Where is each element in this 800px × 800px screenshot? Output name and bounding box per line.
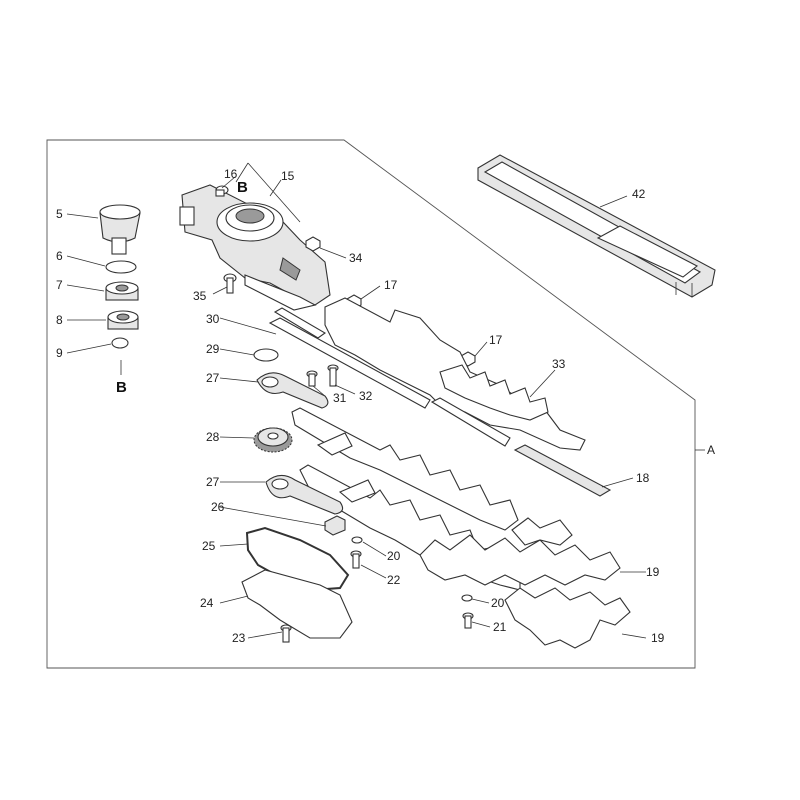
part-5-drive-gear: [99, 204, 141, 255]
part-9-washer: [111, 337, 129, 349]
callout-5: 5: [56, 207, 63, 221]
part-28-crank-gear: [253, 427, 293, 453]
callout-24: 24: [200, 596, 214, 610]
callout-8: 8: [56, 313, 63, 327]
callout-27-lower: 27: [206, 475, 220, 489]
callout-20-upper: 20: [387, 549, 401, 563]
callout-17-upper: 17: [384, 278, 398, 292]
callout-30: 30: [206, 312, 220, 326]
part-19-blade-lower: [504, 587, 631, 649]
callout-19-upper: 19: [646, 565, 660, 579]
part-19-blade-upper: [419, 517, 621, 586]
part-20-washer-upper: [351, 536, 363, 544]
part-33-upper-blade: [324, 297, 586, 451]
part-8-bearing: [107, 310, 139, 330]
part-6-snap-ring: [105, 260, 137, 274]
callout-35: 35: [193, 289, 207, 303]
part-23-bolt: [280, 624, 292, 643]
callout-31: 31: [333, 391, 347, 405]
callout-34: 34: [349, 251, 363, 265]
part-31-bolt: [306, 370, 318, 387]
callout-b-top: B: [237, 179, 248, 196]
part-22-bolt: [350, 550, 362, 569]
callout-7: 7: [56, 278, 63, 292]
callout-42: 42: [632, 187, 646, 201]
callout-33: 33: [552, 357, 566, 371]
part-20-washer-lower: [461, 594, 473, 602]
part-30-plate: [273, 307, 327, 339]
callout-b-bottom: B: [116, 379, 127, 396]
callout-25: 25: [202, 539, 216, 553]
reference-a: A: [707, 443, 715, 457]
callout-27-upper: 27: [206, 371, 220, 385]
callout-18: 18: [636, 471, 650, 485]
part-26-clip: [324, 515, 346, 536]
part-27-link-upper: [256, 372, 329, 409]
part-32-bolt: [327, 364, 339, 387]
part-27-link-lower: [265, 474, 344, 515]
part-34-nut: [305, 236, 321, 252]
callout-26: 26: [211, 500, 225, 514]
part-21-bolt: [462, 612, 474, 629]
callout-15: 15: [281, 169, 295, 183]
part-7-bearing: [105, 281, 139, 301]
part-16-grease-screw: [215, 185, 229, 197]
callout-28: 28: [206, 430, 220, 444]
leader-lines: [66, 162, 647, 639]
callout-16: 16: [224, 167, 238, 181]
callout-23: 23: [232, 631, 246, 645]
part-18-guide-bar: [513, 444, 612, 497]
part-25-gasket: [245, 526, 350, 592]
callout-6: 6: [56, 249, 63, 263]
callout-22: 22: [387, 573, 401, 587]
callout-32: 32: [359, 389, 373, 403]
part-24-cover: [241, 569, 353, 639]
callout-17-lower: 17: [489, 333, 503, 347]
callout-9: 9: [56, 346, 63, 360]
part-35-bolt: [223, 273, 237, 294]
callout-20-lower: 20: [491, 596, 505, 610]
part-42-blade-cover: [477, 154, 716, 298]
upper-guide-bar: [268, 317, 431, 409]
assembly-frame: [46, 139, 696, 669]
middle-guide-bar: [430, 397, 511, 447]
callout-21: 21: [493, 620, 507, 634]
part-29-washer: [253, 348, 279, 362]
part-15-gear-case: [179, 184, 331, 311]
callout-29: 29: [206, 342, 220, 356]
callout-19-lower: 19: [651, 631, 665, 645]
